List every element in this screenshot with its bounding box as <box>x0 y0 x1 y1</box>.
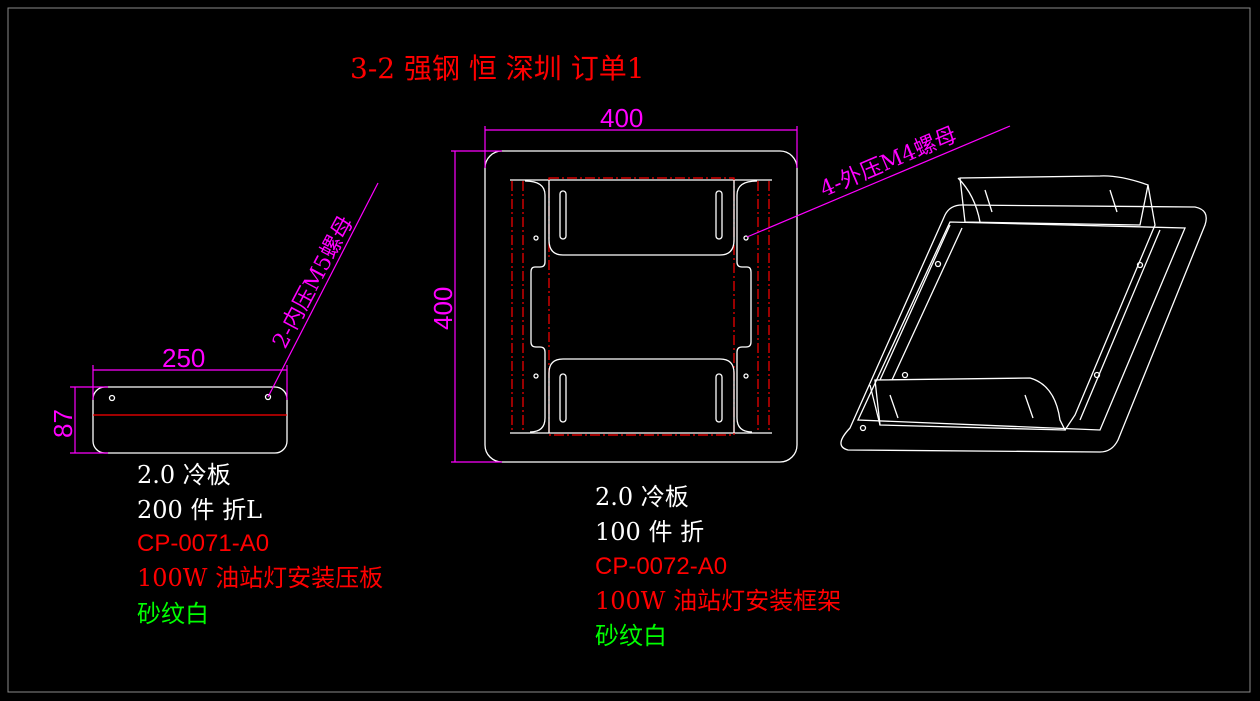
bottom-flange <box>874 377 1067 431</box>
dim-label-400-width: 400 <box>600 103 643 133</box>
left-part-notes: 2.0 冷板 200 件 折L CP-0071-A0 100W 油站灯安装压板 … <box>137 461 383 628</box>
note-material: 2.0 冷板 <box>595 483 689 511</box>
left-part-hole <box>264 393 272 401</box>
upper-tab <box>548 180 735 256</box>
drawing-border <box>7 7 1251 693</box>
note-part-name: 100W 油站灯安装压板 <box>137 564 383 592</box>
slot <box>715 190 723 240</box>
frame-outer-outline <box>484 150 798 463</box>
dim-label-250: 250 <box>162 343 205 373</box>
lower-tab <box>548 358 735 433</box>
leader-note-m5: 2-内压M5螺母 <box>268 212 359 353</box>
left-part-outline <box>92 386 288 454</box>
left-part-drawing: 250 87 2-内压M5螺母 <box>48 182 379 454</box>
frame-bend-lines <box>548 177 735 436</box>
leader-line <box>267 182 379 398</box>
isometric-view <box>840 175 1207 453</box>
hole <box>743 373 749 379</box>
dim-label-400-height: 400 <box>428 287 458 330</box>
leader-line <box>746 125 1011 238</box>
hole <box>743 235 749 241</box>
note-quantity: 100 件 折 <box>595 518 704 546</box>
leader-note-m4: 4-外压M4螺母 <box>817 122 961 202</box>
note-finish: 砂纹白 <box>595 622 667 650</box>
slot <box>559 373 567 423</box>
note-part-name: 100W 油站灯安装框架 <box>595 587 841 615</box>
note-material: 2.0 冷板 <box>137 461 231 489</box>
hole <box>533 373 539 379</box>
hole <box>533 235 539 241</box>
base-plate <box>840 204 1207 453</box>
left-part-hole <box>108 394 116 402</box>
dim-label-87: 87 <box>48 409 78 438</box>
top-flange <box>959 175 1149 226</box>
slot <box>559 190 567 240</box>
drawing-title: 3-2 强钢 恒 深圳 订单1 <box>350 52 645 85</box>
middle-part-drawing: 400 400 4-外压M4螺母 <box>428 103 1011 463</box>
note-quantity: 200 件 折L <box>137 496 262 524</box>
note-finish: 砂纹白 <box>137 600 209 628</box>
slot <box>715 373 723 423</box>
middle-part-notes: 2.0 冷板 100 件 折 CP-0072-A0 100W 油站灯安装框架 砂… <box>595 483 841 650</box>
note-part-number: CP-0072-A0 <box>595 553 727 580</box>
note-part-number: CP-0071-A0 <box>137 530 269 557</box>
